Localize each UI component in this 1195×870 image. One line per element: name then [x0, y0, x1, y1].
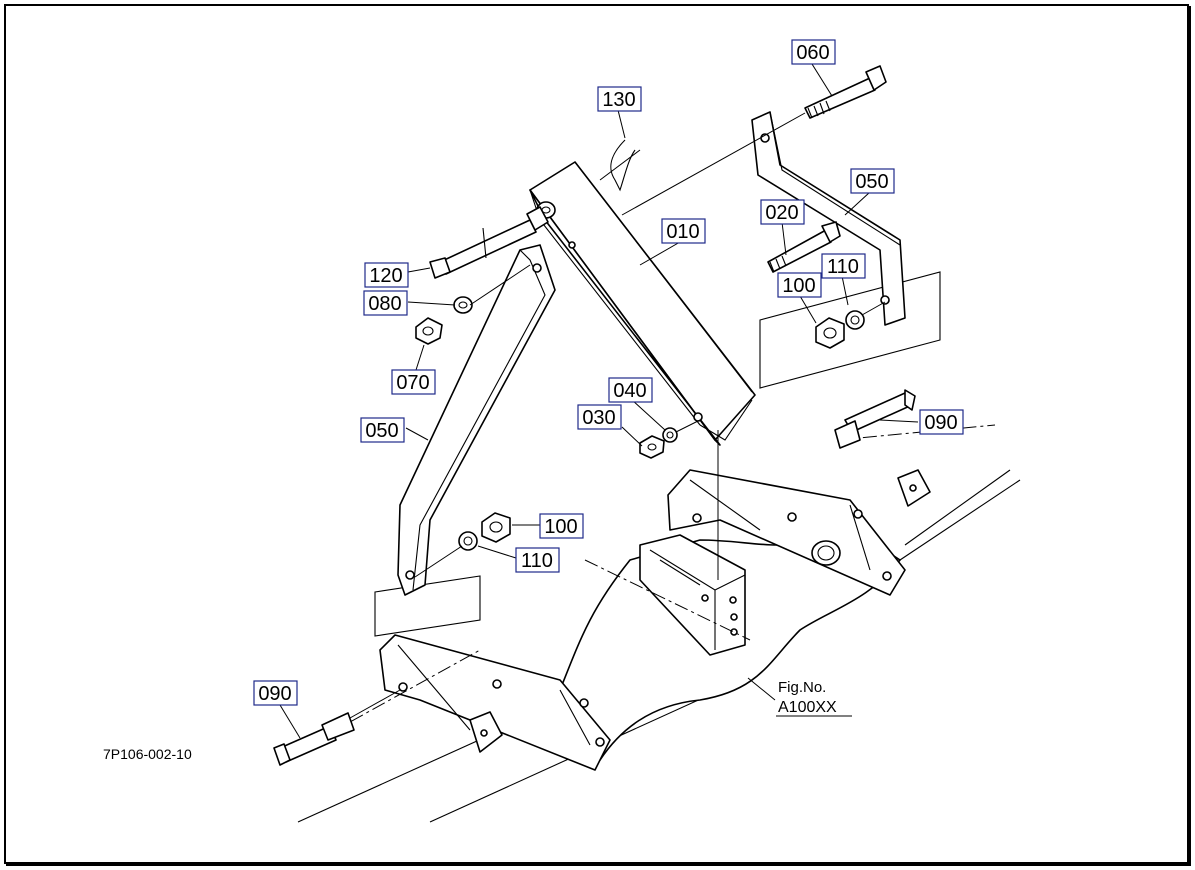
callout-050-left: 050: [360, 417, 405, 443]
callout-090-left-label: 090: [258, 683, 291, 705]
callout-080-label: 080: [368, 293, 401, 315]
leader-lines: [279, 63, 919, 739]
callout-090-right: 090: [919, 409, 964, 435]
figure-number: A100XX: [778, 699, 837, 716]
figure-reference: Fig.No. A100XX: [776, 679, 852, 717]
callout-100-upper-label: 100: [782, 275, 815, 297]
callout-060-label: 060: [796, 42, 829, 64]
callout-120: 120: [364, 262, 409, 288]
callout-010-label: 010: [666, 221, 699, 243]
callout-110-lower: 110: [515, 547, 560, 573]
axle-housing: [284, 424, 1021, 823]
callout-130-label: 130: [602, 89, 635, 111]
callout-100-lower: 100: [539, 513, 584, 539]
callout-010: 010: [661, 218, 706, 244]
callout-050-upper: 050: [850, 168, 895, 194]
callout-100-upper: 100: [777, 272, 822, 298]
callout-050-upper-label: 050: [855, 171, 888, 193]
callout-110-upper-label: 110: [827, 256, 859, 278]
drawing-number: 7P106-002-10: [103, 746, 192, 762]
callout-040-label: 040: [613, 380, 646, 402]
callout-040: 040: [608, 377, 653, 403]
callout-070: 070: [391, 369, 436, 395]
callout-130: 130: [597, 86, 642, 112]
callout-030: 030: [577, 404, 622, 430]
callout-060: 060: [791, 39, 836, 65]
callout-050-left-label: 050: [365, 420, 398, 442]
callout-110-upper: 110: [821, 253, 866, 279]
callout-020: 020: [760, 199, 805, 225]
callout-090-left: 090: [253, 680, 298, 706]
callout-110-lower-label: 110: [521, 550, 553, 572]
hardware: [273, 65, 916, 766]
brace-050-left: [397, 244, 556, 596]
callout-070-label: 070: [396, 372, 429, 394]
callout-080: 080: [363, 290, 408, 316]
figure-label: Fig.No.: [778, 679, 826, 696]
callout-100-lower-label: 100: [544, 516, 577, 538]
callout-020-label: 020: [765, 202, 798, 224]
callout-120-label: 120: [369, 265, 402, 287]
cut-planes: [374, 271, 941, 637]
callout-030-label: 030: [582, 407, 615, 429]
callout-090-right-label: 090: [924, 412, 957, 434]
